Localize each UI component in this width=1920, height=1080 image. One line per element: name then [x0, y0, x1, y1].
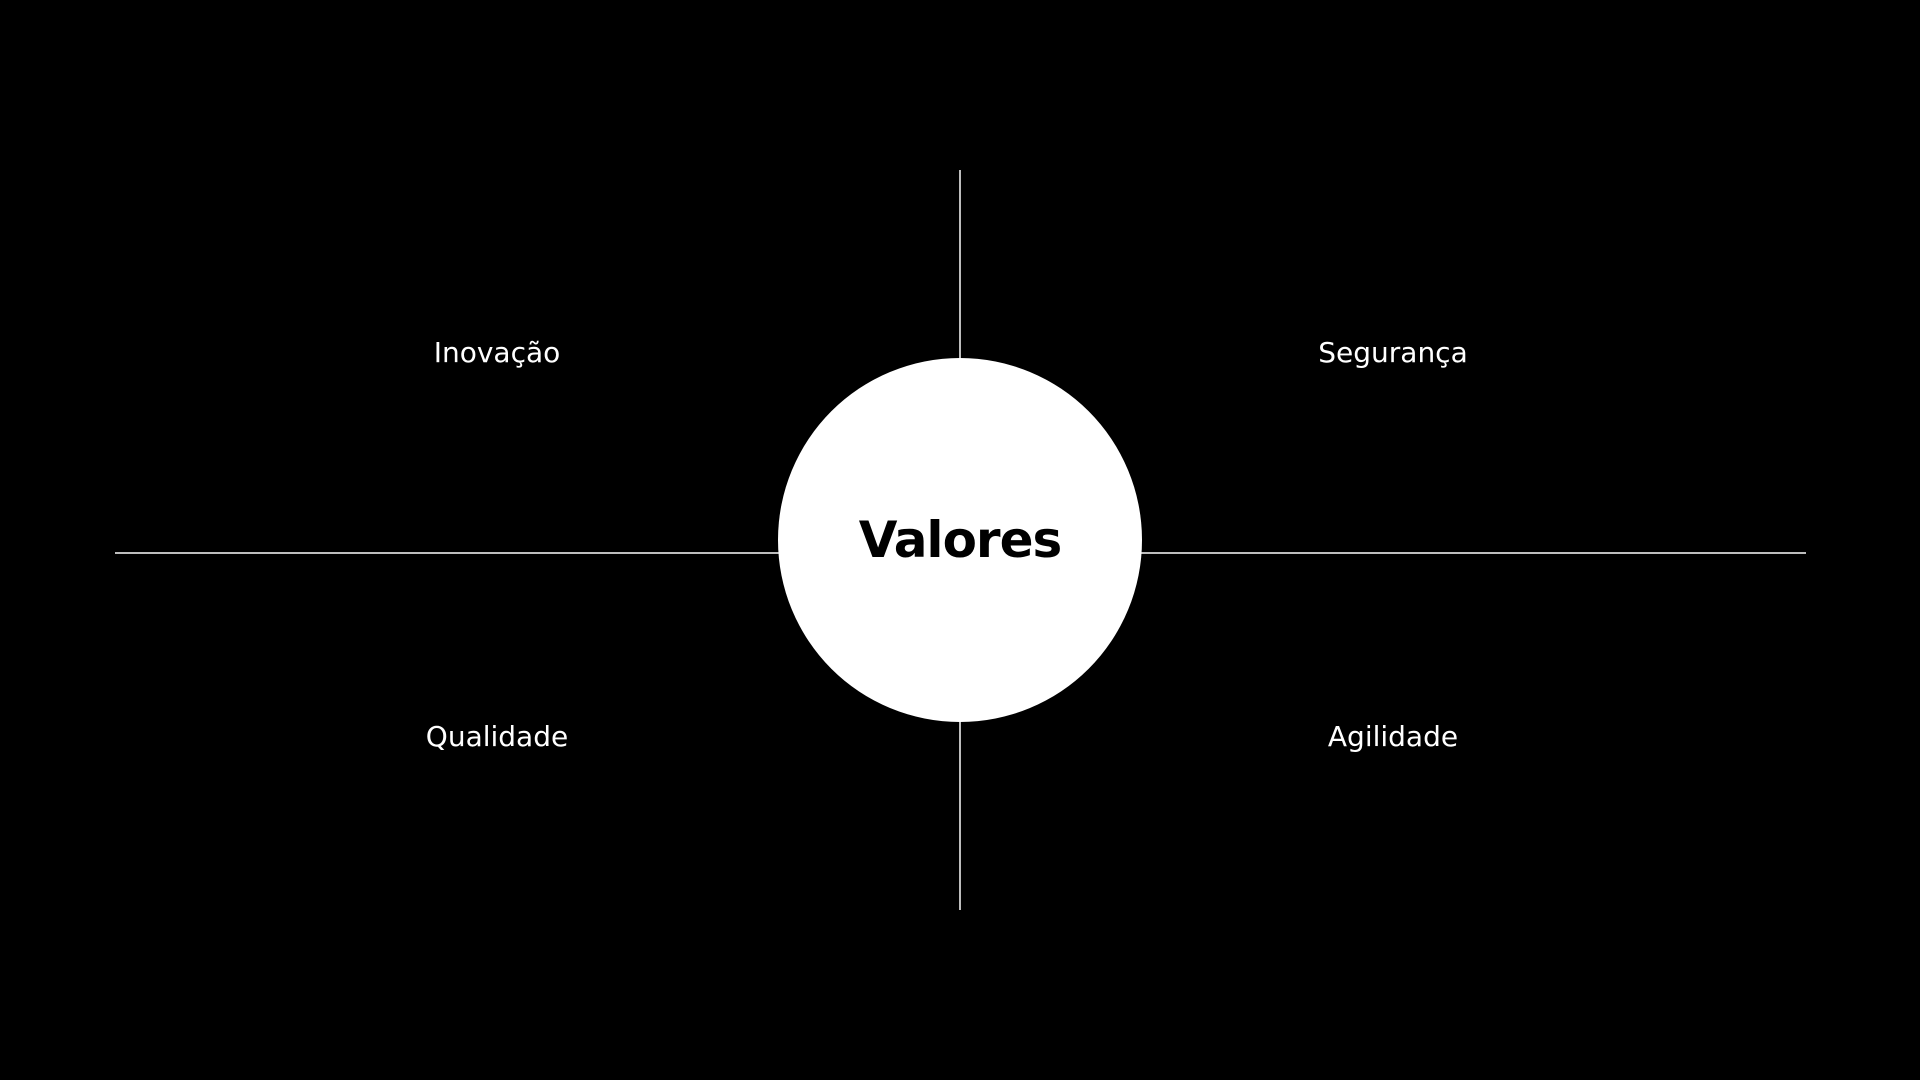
- center-circle: Valores: [778, 358, 1142, 722]
- center-title: Valores: [858, 511, 1063, 569]
- quadrant-label-top-right: Segurança: [1318, 336, 1468, 369]
- quadrant-label-top-left: Inovação: [433, 336, 561, 369]
- quadrant-label-bottom-right: Agilidade: [1327, 720, 1459, 753]
- quadrant-label-bottom-left: Qualidade: [425, 720, 569, 753]
